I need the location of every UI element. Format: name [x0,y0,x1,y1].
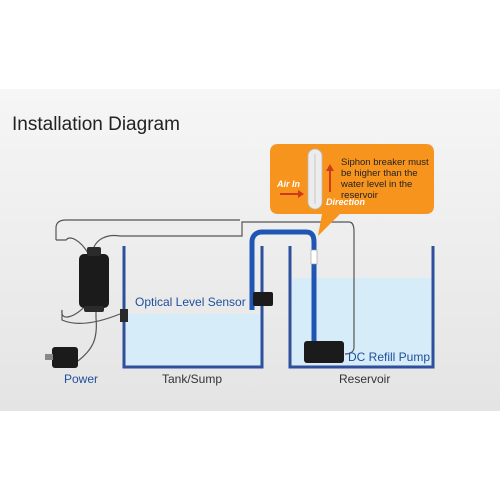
sensor-cable [61,302,121,324]
adapter-pins [45,354,53,360]
power-adapter [52,347,78,368]
callout-note: Siphon breaker must be higher than the w… [341,157,429,201]
air-in-label: Air In [277,179,301,189]
pump-label: DC Refill Pump [348,350,431,364]
reservoir-walls [288,246,435,369]
tank-walls [122,246,264,369]
diagram-title: Installation Diagram [12,114,180,135]
tank-water [126,314,261,365]
outer-cable [55,219,240,240]
tank-label: Tank/Sump [162,372,223,386]
controller-box [79,254,109,308]
direction-arrowhead [326,164,334,171]
power-cable [77,308,97,362]
optical-sensor-mount [253,292,273,306]
refill-pump [304,341,344,363]
direction-label: Direction [326,197,366,207]
controller-bottom [84,306,104,312]
pump-cable [91,221,355,355]
power-label: Power [64,372,99,386]
controller-top [87,247,101,256]
siphon-tube [249,229,317,344]
air-in-arrowhead [298,190,304,198]
controller-cable-left [56,237,89,254]
siphon-breaker-part [310,249,318,265]
reservoir-label: Reservoir [339,372,391,386]
sensor-label: Optical Level Sensor [135,295,246,309]
optical-sensor-body [120,309,128,322]
